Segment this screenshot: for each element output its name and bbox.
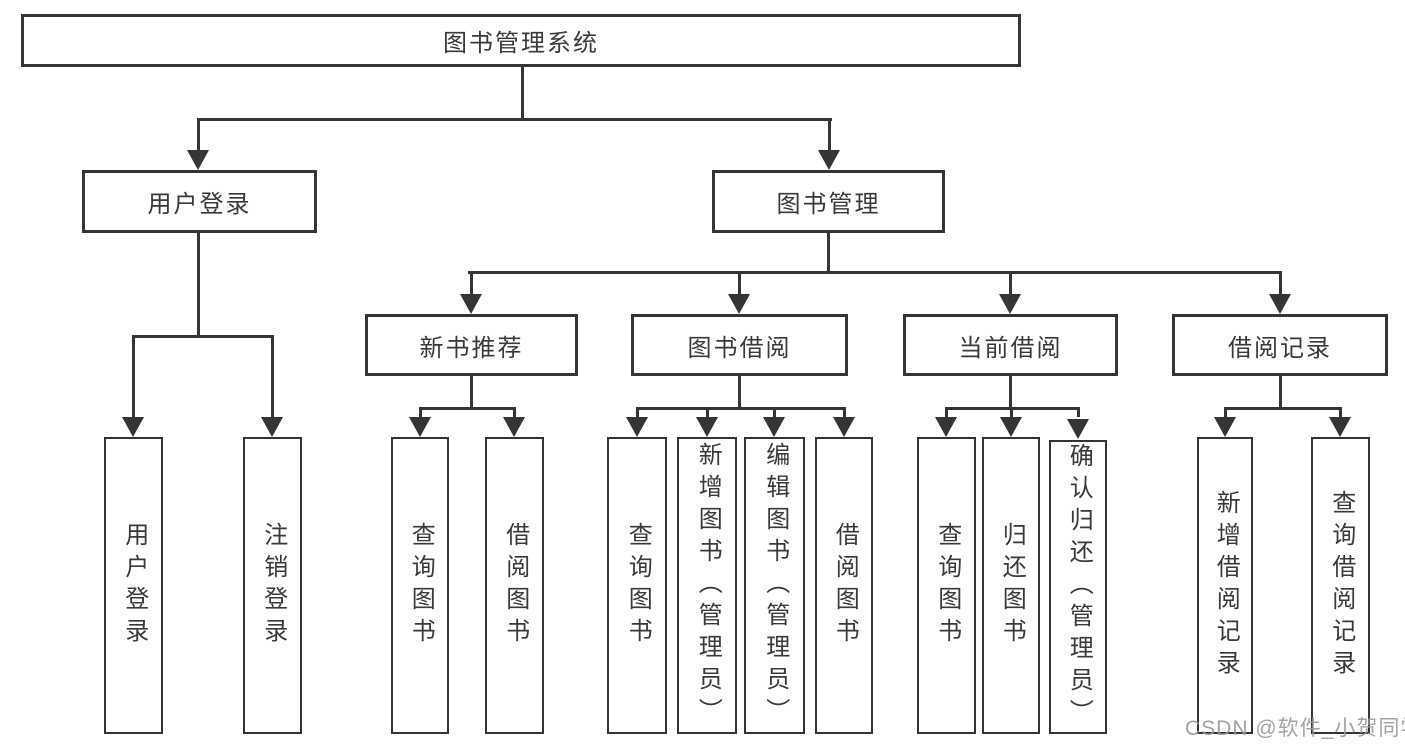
- node-user-login: 用户登录: [82, 170, 317, 233]
- leaf-label: 借阅图书: [501, 521, 529, 650]
- connector-leaf-stem: [419, 407, 422, 417]
- arrowhead-icon: [696, 417, 718, 437]
- connector-to-new-book-recommend: [470, 271, 473, 294]
- node-current-borrow: 当前借阅: [903, 314, 1118, 376]
- leaf-label: 归还图书: [998, 521, 1026, 650]
- arrowhead-icon: [122, 417, 144, 437]
- arrowhead-icon: [460, 294, 482, 314]
- leaf-label: 查询借阅记录: [1327, 489, 1355, 682]
- arrowhead-icon: [999, 294, 1021, 314]
- connector-leaf-stem: [1077, 407, 1080, 417]
- leaf-label: 注销登录: [259, 521, 287, 650]
- connector-to-borrow-records: [1279, 271, 1282, 294]
- connector-to-book-borrow: [738, 271, 741, 294]
- leaf-recommend-borrow-books: 借阅图书: [485, 437, 544, 734]
- node-book-borrow: 图书借阅: [631, 314, 848, 376]
- leaf-records-add-record: 新增借阅记录: [1197, 437, 1253, 734]
- leaf-current-return-books: 归还图书: [982, 437, 1040, 734]
- connector-book-mgmt-stem: [827, 233, 830, 271]
- connector-borrow-bar: [636, 407, 844, 410]
- connector-borrow-stem: [738, 376, 741, 407]
- connector-leaf-stem: [1339, 407, 1342, 417]
- leaf-label: 用户登录: [120, 521, 148, 650]
- leaf-label: 新增图书（管理员）: [694, 441, 722, 730]
- connector-leaf-stem: [843, 407, 846, 417]
- connector-root-stem: [521, 67, 524, 118]
- node-book-mgmt: 图书管理: [712, 170, 945, 233]
- leaf-borrow-query-books: 查询图书: [607, 437, 667, 734]
- connector-leaf-stem: [773, 407, 776, 417]
- leaf-label: 新增借阅记录: [1212, 489, 1240, 682]
- node-root: 图书管理系统: [21, 14, 1021, 67]
- arrowhead-icon: [935, 417, 957, 437]
- connector-to-leaf-logout: [271, 335, 274, 417]
- connector-level3-bar: [468, 271, 1281, 274]
- arrowhead-icon: [1269, 294, 1291, 314]
- connector-leaf-stem: [1224, 407, 1227, 417]
- leaf-records-query-record: 查询借阅记录: [1311, 437, 1370, 734]
- connector-leaf-stem: [636, 407, 639, 417]
- connector-leaf-stem: [945, 407, 948, 417]
- connector-to-leaf-user-login: [132, 335, 135, 417]
- leaf-label: 查询图书: [624, 521, 652, 650]
- arrowhead-icon: [503, 417, 525, 437]
- arrowhead-icon: [1214, 417, 1236, 437]
- connector-leaf-stem: [1010, 407, 1013, 417]
- connector-level1-bar: [197, 118, 832, 121]
- leaf-borrow-add-books-admin: 新增图书（管理员）: [677, 437, 737, 734]
- watermark: CSDN @软件_小贺同学: [1185, 717, 1405, 740]
- connector-leaf-stem: [513, 407, 516, 417]
- arrowhead-icon: [261, 417, 283, 437]
- arrowhead-icon: [626, 417, 648, 437]
- connector-to-book-mgmt: [828, 118, 831, 150]
- leaf-label: 查询图书: [933, 521, 961, 650]
- leaf-logout: 注销登录: [243, 437, 302, 734]
- arrowhead-icon: [409, 417, 431, 437]
- connector-current-stem: [1009, 376, 1012, 407]
- connector-user-login-stem: [197, 233, 200, 335]
- connector-recommend-stem: [470, 376, 473, 407]
- leaf-borrow-borrow-books: 借阅图书: [815, 437, 873, 734]
- node-new-book-recommend: 新书推荐: [365, 314, 578, 376]
- leaf-borrow-edit-books-admin: 编辑图书（管理员）: [744, 437, 805, 734]
- leaf-recommend-query-books: 查询图书: [391, 437, 449, 734]
- connector-to-user-login: [197, 118, 200, 150]
- leaf-user-login: 用户登录: [104, 437, 163, 734]
- leaf-label: 编辑图书（管理员）: [761, 441, 789, 730]
- connector-records-stem: [1279, 376, 1282, 407]
- leaf-current-query-books: 查询图书: [917, 437, 976, 734]
- leaf-current-confirm-return-admin: 确认归还（管理员）: [1049, 440, 1107, 734]
- connector-to-current-borrow: [1009, 271, 1012, 294]
- connector-records-bar: [1224, 407, 1341, 410]
- arrowhead-icon: [833, 417, 855, 437]
- arrowhead-icon: [763, 417, 785, 437]
- arrowhead-icon: [818, 150, 840, 170]
- leaf-label: 确认归还（管理员）: [1065, 443, 1093, 731]
- arrowhead-icon: [187, 150, 209, 170]
- connector-leaf-stem: [706, 407, 709, 417]
- leaf-label: 借阅图书: [831, 521, 859, 650]
- arrowhead-icon: [1329, 417, 1351, 437]
- node-borrow-records: 借阅记录: [1172, 314, 1388, 376]
- arrowhead-icon: [1067, 419, 1089, 439]
- leaf-label: 查询图书: [407, 521, 435, 650]
- arrowhead-icon: [1000, 417, 1022, 437]
- arrowhead-icon: [728, 294, 750, 314]
- connector-user-login-bar: [132, 335, 274, 338]
- connector-recommend-bar: [419, 407, 516, 410]
